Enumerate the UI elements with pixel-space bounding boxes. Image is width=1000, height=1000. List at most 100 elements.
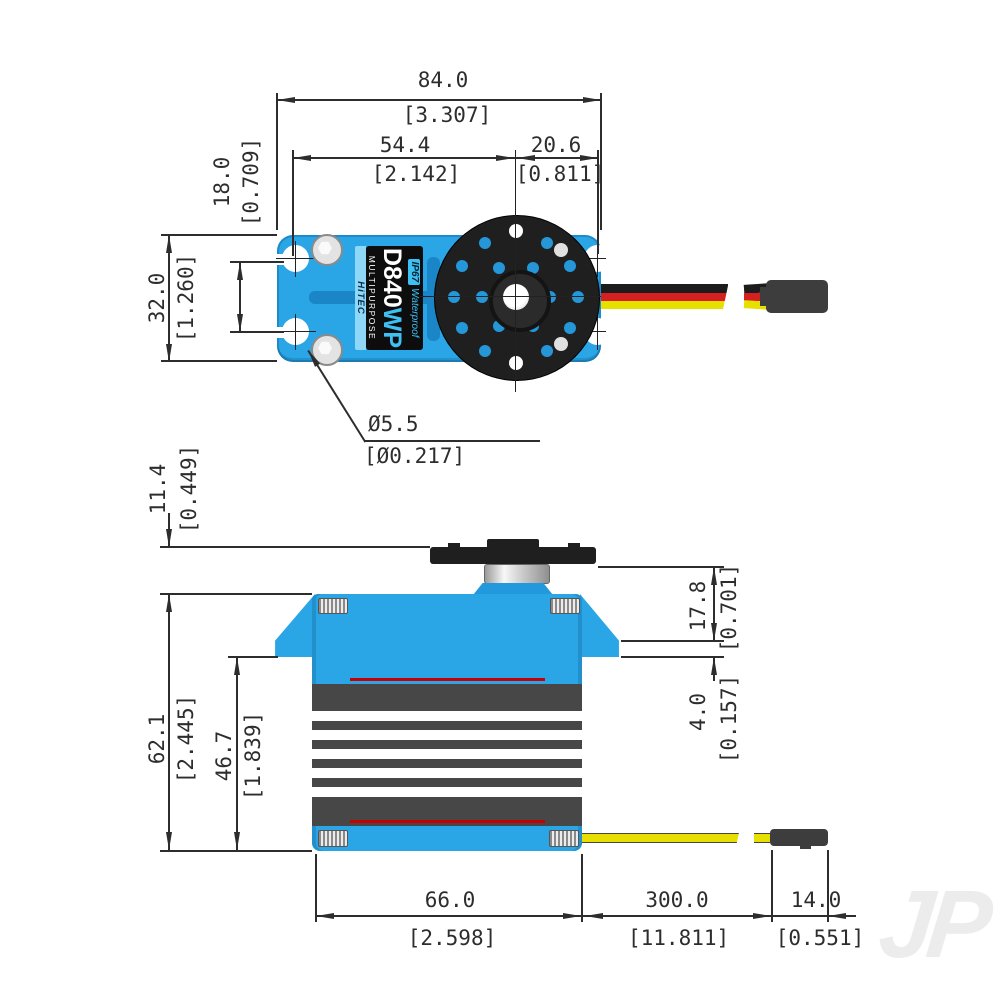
- model-prefix: D840: [378, 247, 406, 308]
- dim-top-height-mm: 32.0: [145, 272, 169, 324]
- waterproof-text: Waterproof: [409, 288, 421, 338]
- slot-centerline: [295, 314, 296, 350]
- dim-top-height-in: [1.260]: [174, 253, 198, 343]
- ext-line: [230, 331, 284, 333]
- ip-rating-badge: IP67: [408, 258, 421, 286]
- dim-arrow: [234, 832, 240, 850]
- side-wire-connector: [770, 829, 828, 846]
- horn-hole: [541, 345, 553, 357]
- dim-top-right-in: [0.811]: [515, 162, 605, 186]
- wire-stub-red: [744, 293, 770, 301]
- dim-side-body-mm: 46.7: [212, 730, 236, 782]
- horn-hole: [572, 291, 584, 303]
- dim-top-width-mm: 84.0: [417, 68, 469, 92]
- ext-line: [600, 93, 602, 230]
- side-wire-yellow: [582, 834, 740, 842]
- dim-arrow: [711, 567, 717, 585]
- horn-hole: [476, 291, 488, 303]
- horn-hole: [456, 260, 468, 272]
- dim-arrow: [828, 913, 846, 919]
- dim-line-46: [236, 657, 238, 850]
- dim-arrow: [234, 657, 240, 675]
- dim-line-32: [168, 235, 170, 362]
- dim-wire-in: [11.811]: [628, 926, 730, 950]
- dim-wire-mm: 300.0: [645, 888, 709, 912]
- dim-line-54-20: [293, 157, 598, 159]
- dim-top-left-mm: 54.4: [379, 133, 431, 157]
- brand-logo: HiTEC: [355, 246, 366, 350]
- dim-line-84: [277, 99, 601, 101]
- side-wire-stub: [754, 834, 770, 842]
- horn-centerline-horizontal: [420, 296, 620, 297]
- dim-top-right-mm: 20.6: [530, 133, 582, 157]
- dim-arrow: [753, 913, 771, 919]
- ext-line: [161, 360, 277, 362]
- dim-conn-in: [0.551]: [775, 926, 865, 950]
- dim-arrow: [711, 623, 717, 641]
- ext-line: [160, 850, 312, 852]
- dim-hole-mm: Ø5.5: [368, 412, 419, 436]
- horn-center-screw: [503, 284, 529, 310]
- dim-arrow: [293, 155, 311, 161]
- horn-hole: [493, 262, 505, 274]
- dim-side-flange-mm: 4.0: [686, 693, 710, 731]
- dim-top-width-in: [3.307]: [402, 103, 492, 127]
- dim-line-18: [239, 262, 241, 332]
- side-horn-nub: [448, 543, 460, 549]
- horn-hole-screw: [554, 243, 568, 257]
- model-name: D840WP: [377, 248, 407, 348]
- dim-arrow: [316, 913, 334, 919]
- dim-arrow: [496, 155, 514, 161]
- wire-break-gap: [722, 276, 746, 316]
- ext-line: [292, 150, 294, 256]
- side-flange-left: [275, 594, 315, 657]
- side-horn-nub: [568, 543, 580, 549]
- dim-line-62: [168, 594, 170, 850]
- product-label-black-panel: IP67 Waterproof D840WP MULTIPURPOSE: [366, 246, 423, 350]
- dim-arrow: [166, 529, 172, 547]
- dim-arrow: [517, 155, 535, 161]
- ext-line: [160, 546, 430, 548]
- horn-hole-screw: [554, 337, 568, 351]
- dim-arrow: [711, 657, 717, 675]
- horn-hole: [479, 237, 491, 249]
- horn-hole: [456, 322, 468, 334]
- wire-yellow: [601, 301, 728, 309]
- seal-line-top: [350, 678, 545, 681]
- dim-conn-mm: 14.0: [790, 888, 842, 912]
- horn-centerline-vertical: [515, 150, 516, 392]
- heatsink-top-band: [312, 684, 582, 711]
- ext-line: [230, 261, 284, 263]
- ext-line: [161, 234, 277, 236]
- dim-case-in: [2.598]: [407, 926, 497, 950]
- model-type: MULTIPURPOSE: [367, 255, 377, 341]
- ext-line: [315, 854, 317, 922]
- dim-line-17: [713, 567, 715, 641]
- side-screw-top-right: [550, 598, 580, 614]
- dim-side-total-in: [2.445]: [174, 694, 198, 784]
- dim-arrow: [583, 97, 601, 103]
- dim-arrow: [166, 235, 172, 253]
- dim-side-horn-in: [0.449]: [177, 444, 201, 534]
- horn-hole: [541, 237, 553, 249]
- horn-hole: [564, 322, 576, 334]
- wire-red: [601, 293, 728, 301]
- horn-hole-white: [509, 356, 523, 370]
- heatsink-bottom-band: [312, 806, 582, 826]
- side-connector-notch: [800, 845, 811, 849]
- wire-connector-top-view: [766, 280, 828, 313]
- model-suffix: WP: [378, 307, 406, 349]
- ext-line: [228, 656, 278, 658]
- ext-line: [160, 593, 312, 595]
- ext-line: [581, 854, 583, 922]
- ext-line: [621, 640, 724, 642]
- slot-centerline: [276, 331, 316, 332]
- slot-centerline: [580, 331, 606, 332]
- side-case-base: [312, 826, 582, 851]
- slot-centerline: [580, 258, 606, 259]
- dim-arrow: [166, 832, 172, 850]
- dim-arrow: [237, 314, 243, 332]
- wire-connector-tab: [760, 287, 768, 306]
- dim-top-left-in: [2.142]: [371, 162, 461, 186]
- side-output-shaft-collar: [484, 564, 550, 584]
